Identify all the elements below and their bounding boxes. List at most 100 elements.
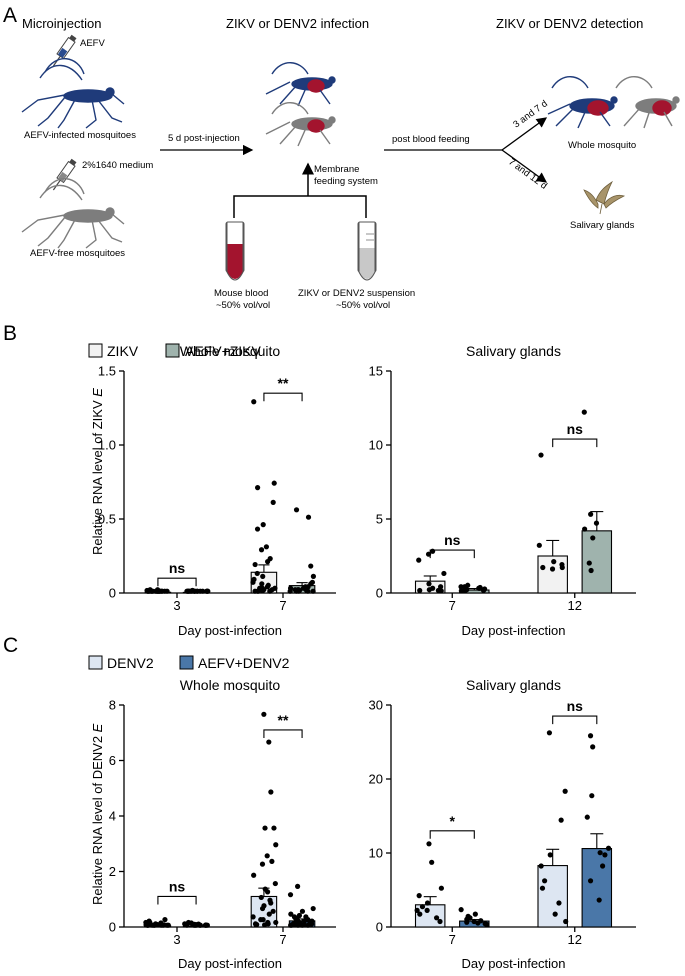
y-tick-label: 0 — [109, 586, 116, 601]
data-point — [484, 921, 490, 928]
significance-label: ns — [169, 878, 186, 894]
data-point — [589, 793, 595, 799]
data-point — [593, 520, 600, 526]
x-axis-label: Day post-infection — [178, 623, 282, 638]
data-point — [295, 922, 301, 928]
data-point — [264, 584, 271, 590]
data-point — [558, 817, 564, 823]
data-point — [480, 587, 487, 594]
data-point — [542, 878, 548, 884]
data-point — [308, 563, 314, 569]
data-point — [271, 825, 277, 831]
data-point — [185, 588, 191, 594]
data-point — [584, 814, 590, 820]
data-point — [538, 452, 544, 458]
data-point — [590, 535, 596, 541]
data-point — [458, 584, 464, 590]
data-point — [261, 711, 267, 717]
x-tick-label: 3 — [173, 932, 180, 947]
data-point — [417, 587, 423, 594]
data-point — [540, 564, 546, 571]
data-point — [200, 588, 206, 594]
data-point — [299, 922, 305, 928]
panel-b: B ZIKV AEFV+ZIKV Relative RNA level of Z… — [3, 322, 262, 555]
data-point — [268, 900, 274, 906]
data-point — [472, 911, 478, 917]
significance-bracket — [429, 830, 475, 839]
legend-label-aefv-zikv: AEFV+ZIKV — [185, 343, 262, 359]
significance-label: ns — [567, 698, 584, 714]
salivary-glands-label: Salivary glands — [570, 220, 635, 231]
data-point — [596, 897, 602, 903]
data-point — [559, 564, 565, 571]
data-point — [269, 858, 275, 864]
header-microinjection: Microinjection — [22, 16, 101, 31]
data-point — [602, 852, 608, 858]
data-point — [587, 733, 594, 739]
syringe-aefv-icon — [52, 34, 77, 67]
data-point — [267, 588, 273, 594]
data-point — [296, 912, 302, 919]
data-point — [296, 588, 302, 594]
x-tick-label: 7 — [279, 598, 286, 613]
data-point — [270, 908, 276, 914]
data-point — [266, 911, 272, 917]
data-point — [144, 587, 150, 594]
aefv-infected-mosquito-icon — [21, 57, 125, 129]
legend-swatch-aefv-denv2 — [179, 655, 194, 670]
y-tick-label: 1.5 — [98, 364, 116, 379]
data-point — [582, 526, 588, 532]
data-point — [259, 587, 266, 594]
significance-bracket — [429, 549, 475, 559]
y-tick-label: 4 — [109, 809, 116, 824]
data-point — [254, 526, 261, 532]
data-point — [189, 587, 196, 594]
aefv-infected-label: AEFV-infected mosquitoes — [24, 130, 136, 141]
data-point — [194, 588, 200, 594]
legend-label-denv2: DENV2 — [107, 655, 154, 671]
significance-label: ** — [278, 712, 289, 728]
panel-b-label: B — [3, 322, 17, 345]
data-point — [254, 922, 260, 928]
chart-title: Salivary glands — [466, 677, 561, 693]
data-point — [259, 861, 266, 867]
data-point — [273, 919, 279, 926]
infection-blue-mosquito-icon — [265, 62, 336, 107]
y-tick-label: 8 — [109, 698, 116, 713]
post-injection-label: 5 d post-injection — [168, 133, 240, 144]
data-point — [260, 522, 266, 528]
data-point — [547, 852, 553, 858]
data-point — [202, 922, 209, 928]
data-point — [288, 922, 295, 928]
data-point — [424, 900, 431, 906]
data-point — [293, 507, 300, 513]
x-tick-label: 12 — [568, 932, 582, 947]
data-point — [155, 587, 161, 593]
data-point — [250, 579, 256, 585]
mouse-blood-label-2: ~50% vol/vol — [216, 300, 270, 311]
x-axis-label: Day post-infection — [178, 956, 282, 971]
data-point — [417, 911, 423, 917]
header-detection: ZIKV or DENV2 detection — [496, 16, 643, 31]
arrow-branch-upper — [501, 117, 548, 151]
detection-blue-mosquito-icon — [547, 76, 618, 129]
ylabel-denv2: Relative RNA level of DENV2 E — [90, 723, 105, 905]
y-tick-label: 0 — [376, 586, 383, 601]
data-point — [414, 907, 420, 914]
panel-a: A Microinjection ZIKV or DENV2 infection… — [3, 4, 680, 311]
data-point — [310, 573, 316, 580]
header-infection: ZIKV or DENV2 infection — [226, 16, 369, 31]
data-point — [259, 581, 265, 587]
data-point — [563, 918, 569, 925]
data-point — [162, 917, 168, 923]
significance-label: ns — [169, 560, 186, 576]
membrane-bracket — [233, 195, 367, 218]
data-point — [259, 905, 266, 912]
chart-title: Salivary glands — [466, 343, 561, 359]
data-point — [305, 922, 311, 928]
days-7-12-label: 7 and 12 d — [506, 157, 549, 192]
data-point — [438, 885, 444, 891]
y-tick-label: 0 — [109, 920, 116, 935]
data-point — [265, 559, 271, 565]
